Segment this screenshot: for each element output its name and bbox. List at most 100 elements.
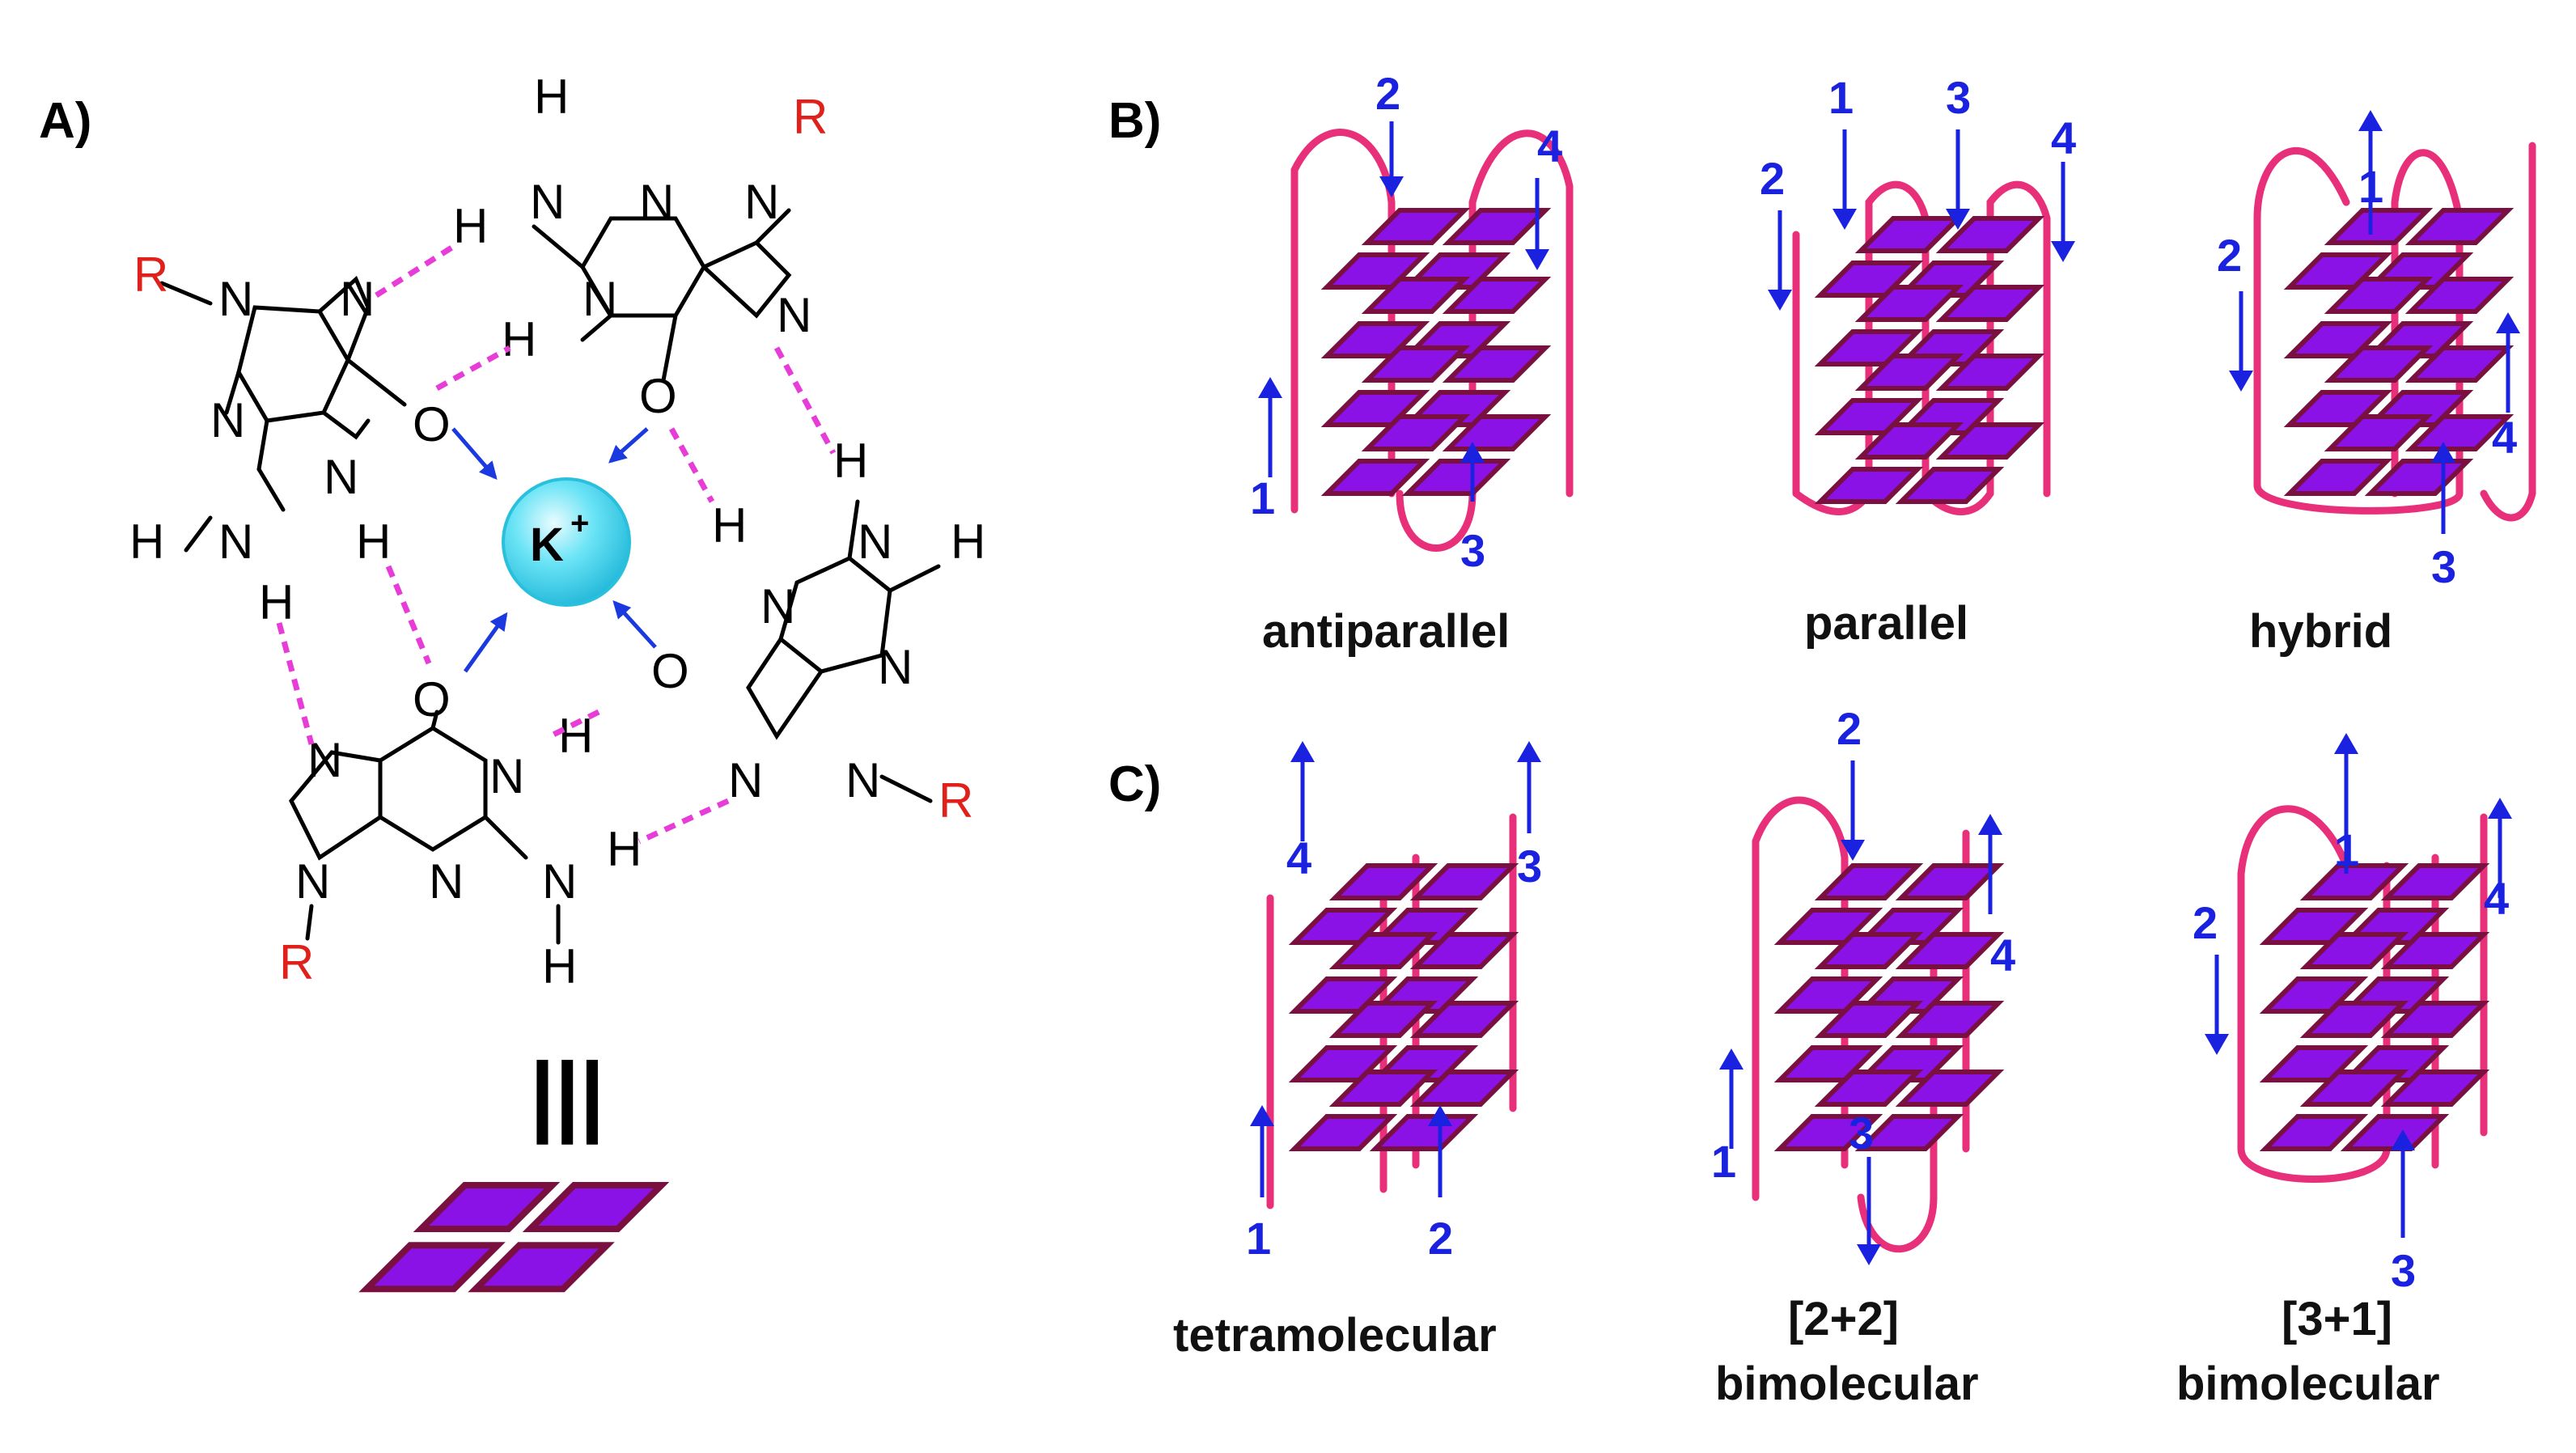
topology-caption-line2: bimolecular: [1715, 1358, 1979, 1410]
atom-n: N: [295, 854, 330, 909]
panel-label-b: B): [1108, 93, 1161, 149]
atom-n: N: [218, 515, 253, 569]
coordination-arrow: [612, 600, 657, 649]
equivalence-symbol: |||: [530, 1044, 604, 1145]
strand: [1396, 129, 1574, 552]
strand-number: 3: [1517, 841, 1542, 892]
hydrogen-bond: [375, 244, 455, 298]
guanine-bottom-right: H H N H N N O N N R: [651, 434, 985, 828]
guanine-top-left: R N N N N O H N H H: [129, 248, 451, 629]
strand-number: 1: [2334, 824, 2359, 875]
topology-hybrid: 1 2 3 4 hybrid: [2217, 110, 2536, 658]
topology-caption: antiparallel: [1262, 605, 1510, 658]
topology-bimolecular-3-1: 1 2 3 4 [3+1] bimolecular: [2176, 733, 2512, 1410]
atom-h: H: [259, 575, 294, 629]
atom-n: N: [858, 515, 892, 569]
topology-caption: tetramolecular: [1173, 1309, 1497, 1362]
strand-number: 4: [2051, 112, 2076, 163]
potassium-cation: [502, 477, 631, 607]
topology-bimolecular-2-2: 1 2 3 4 [2+2] bimolecular: [1711, 703, 2015, 1410]
strand-number: 2: [1837, 703, 1862, 754]
strand-number: 2: [1760, 153, 1785, 204]
atom-n: N: [777, 288, 811, 342]
topology-caption: parallel: [1804, 597, 1968, 650]
tetrad-stack: [1294, 866, 1513, 1149]
strand-number: 2: [2193, 897, 2218, 948]
topology-caption-line1: [2+2]: [1788, 1293, 1899, 1345]
strand-number: 2: [1428, 1213, 1453, 1264]
atom-n: N: [744, 175, 779, 229]
strand-number: 4: [2492, 412, 2517, 463]
strand-number: 1: [1828, 72, 1854, 123]
atom-h: H: [542, 939, 577, 993]
g-quartet-structure: R N N N N O H N H H H H N N N N N H O R: [129, 70, 985, 1289]
strand-number: 3: [1460, 525, 1485, 576]
hydrogen-bond: [668, 427, 715, 503]
atom-h: H: [453, 199, 488, 253]
atom-n: N: [530, 175, 565, 229]
atom-n: N: [728, 753, 763, 807]
topology-tetramolecular: 1 2 3 4 tetramolecular: [1173, 741, 1542, 1362]
strand-number: 1: [1250, 472, 1275, 523]
tetrad-stack: [1820, 218, 2039, 502]
guanine-top-right: H H N N N N N H O R: [453, 70, 828, 423]
topology-caption-line1: [3+1]: [2282, 1293, 2392, 1345]
tetrad-stack: [1327, 210, 1545, 494]
atom-n: N: [542, 854, 577, 909]
atom-o: O: [413, 397, 451, 451]
coordination-arrow: [608, 427, 649, 464]
strand: [2253, 142, 2536, 522]
hydrogen-bond: [549, 709, 600, 739]
strand-number: 4: [2484, 873, 2509, 924]
atom-h: H: [356, 515, 391, 569]
hydrogen-bond: [276, 622, 315, 745]
atom-n: N: [218, 272, 253, 326]
atom-n: N: [878, 640, 913, 694]
panel-label-a: A): [39, 93, 91, 149]
atom-h: H: [558, 709, 593, 763]
atom-n: N: [639, 175, 674, 229]
atom-h: H: [534, 70, 569, 124]
cation-symbol: K: [530, 519, 564, 571]
cation-charge: +: [570, 506, 589, 541]
strand: [1290, 129, 1396, 514]
tetrad-stack: [2265, 866, 2484, 1149]
strand-number: 2: [1375, 68, 1400, 119]
tetrad-stack: [2290, 210, 2508, 494]
strand-number: 4: [1286, 832, 1311, 883]
strand-number: 3: [2391, 1245, 2416, 1296]
topology-antiparallel: 1 2 3 4 antiparallel: [1250, 68, 1574, 658]
r-group: R: [133, 248, 168, 302]
atom-n: N: [845, 753, 880, 807]
topology-parallel: 1 2 3 4 parallel: [1760, 72, 2076, 650]
atom-n: N: [340, 272, 375, 326]
r-group: R: [938, 773, 973, 828]
strand-number: 3: [2431, 541, 2456, 592]
atom-h: H: [502, 312, 536, 366]
strand-number: 1: [2358, 161, 2383, 212]
strand-number: 4: [1990, 930, 2015, 981]
topology-caption: hybrid: [2249, 605, 2392, 658]
strand-number: 3: [1849, 1108, 1874, 1159]
atom-n: N: [429, 854, 464, 909]
strand-number: 2: [2217, 230, 2242, 281]
coordination-arrow: [463, 612, 508, 673]
r-group: R: [279, 935, 314, 989]
atom-n: N: [489, 749, 524, 803]
atom-h: H: [607, 822, 642, 876]
hydrogen-bond: [638, 798, 730, 845]
atom-n: N: [324, 450, 358, 504]
atom-n: N: [583, 272, 617, 326]
guanine-bottom-left: O N N H N N N H H R: [279, 672, 642, 993]
atom-h: H: [712, 498, 747, 553]
g-quartet-icon: [366, 1185, 662, 1289]
strand-number: 3: [1946, 72, 1971, 123]
atom-n: N: [210, 393, 245, 447]
strand-number: 4: [1537, 121, 1562, 172]
strand-number: 1: [1711, 1136, 1736, 1187]
hydrogen-bond: [773, 346, 837, 455]
atom-h: H: [129, 515, 164, 569]
atom-o: O: [413, 672, 451, 726]
panel-label-c: C): [1108, 756, 1161, 812]
